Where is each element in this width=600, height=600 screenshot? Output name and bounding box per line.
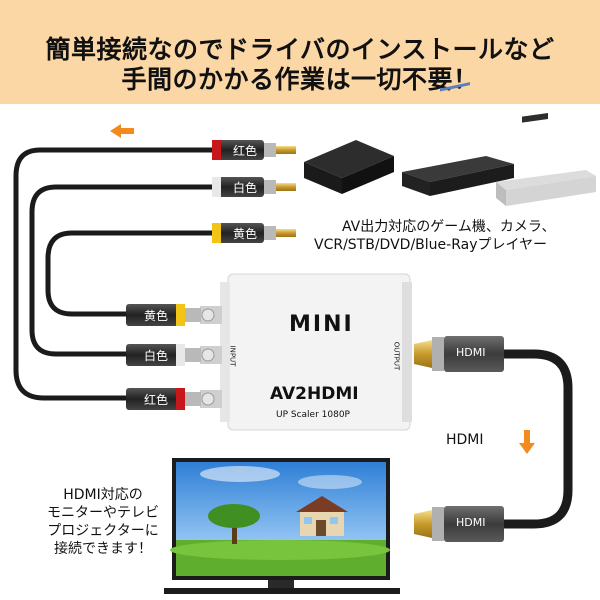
header-banner: 簡単接続なのでドライバのインストールなど 手間のかかる作業は一切不要！ [0, 0, 600, 104]
display-caption-line-1: HDMI対応の [63, 487, 143, 503]
plug-label-left-2: 白色 [144, 349, 169, 363]
arrow-left-icon [110, 124, 134, 138]
converter-output-label: OUTPUT [392, 341, 401, 371]
hdmi-plug-label-bottom: HDMI [456, 516, 486, 529]
rca-plug-top-2 [212, 177, 296, 197]
converter-brand: MINI [289, 312, 354, 337]
plug-label-top-3: 黄色 [233, 227, 258, 241]
hdmi-plug-top [414, 336, 504, 372]
banner-line-2: 手間のかかる作業は一切不要！ [121, 65, 479, 94]
hdmi-cable-label: HDMI [446, 432, 484, 448]
hdmi-cable [499, 349, 573, 529]
converter-model: AV2HDMI [270, 384, 359, 404]
rca-plug-left-2 [126, 344, 201, 366]
rca-cables [13, 147, 217, 401]
source-caption-line-2: VCR/STB/DVD/Blue-Rayプレイヤー [314, 237, 548, 253]
source-caption-line-1: AV出力対応のゲーム機、カメラ、 [342, 219, 556, 235]
converter-subtitle: UP Scaler 1080P [276, 410, 350, 420]
hdmi-plug-bottom [414, 506, 504, 542]
tv-display [164, 458, 400, 594]
rca-plug-top-1 [212, 140, 296, 160]
converter-box [220, 273, 412, 431]
converter-input-label: INPUT [228, 345, 237, 367]
dvd-player-icon [402, 82, 514, 196]
vcr-icon [496, 112, 596, 206]
display-caption-line-4: 接続できます！ [54, 541, 152, 557]
display-caption-line-3: プロジェクターに [47, 523, 159, 539]
rca-plug-top-3 [212, 223, 296, 243]
banner-line-1: 簡単接続なのでドライバのインストールなど [45, 35, 555, 64]
plug-label-top-1: 红色 [233, 144, 258, 158]
plug-label-left-3: 红色 [144, 393, 169, 407]
plug-label-top-2: 白色 [233, 181, 258, 195]
converter-input-jacks [200, 306, 222, 408]
tv-box-icon [304, 140, 394, 194]
rca-plug-left-1 [126, 304, 201, 326]
plug-label-left-1: 黄色 [144, 309, 169, 323]
rca-plug-left-3 [126, 388, 201, 410]
hdmi-plug-label-top: HDMI [456, 346, 486, 359]
arrow-down-icon [519, 430, 535, 454]
display-caption-line-2: モニターやテレビ [47, 505, 159, 521]
